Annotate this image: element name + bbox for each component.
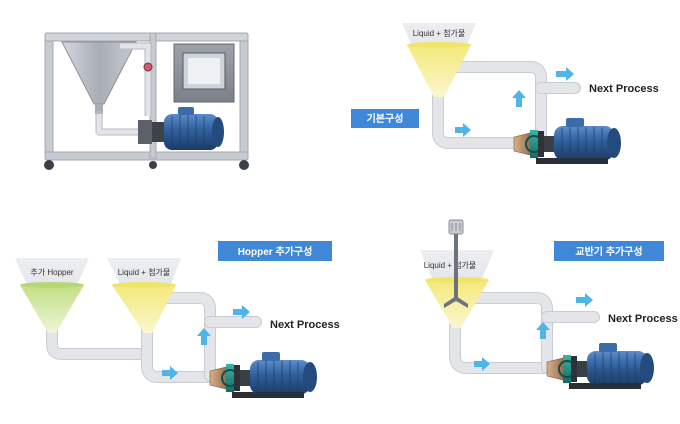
motor-icon bbox=[138, 107, 224, 150]
badge-agitator bbox=[554, 241, 664, 261]
flow-arrow-icon bbox=[536, 322, 550, 339]
flow-arrow-icon bbox=[197, 328, 211, 345]
flow-arrow-icon bbox=[455, 123, 471, 137]
badge-hopper bbox=[218, 241, 332, 261]
hopper-label: Liquid + 첨가물 bbox=[118, 268, 171, 277]
equipment-illustration bbox=[44, 32, 249, 170]
badge-basic-text: 기본구성 bbox=[367, 112, 404, 125]
hopper-icon: Liquid + 첨가물 bbox=[402, 23, 476, 97]
next-process-label: Next Process bbox=[608, 313, 678, 325]
panel-basic: Liquid + 첨가물 Next Process 기본구성 bbox=[351, 23, 659, 165]
hopper-icon: Liquid + 첨가물 bbox=[107, 258, 181, 333]
badge-agitator-text: 교반기 추가구성 bbox=[575, 245, 642, 258]
pump-icon bbox=[513, 117, 622, 165]
badge-basic bbox=[351, 109, 419, 128]
hopper-label: Liquid + 첨가물 bbox=[413, 29, 466, 38]
badge-hopper-text: Hopper 추가구성 bbox=[238, 245, 313, 258]
hopper-icon bbox=[61, 41, 137, 114]
hopper-label: Liquid + 첨가물 bbox=[424, 261, 477, 270]
pump-icon bbox=[209, 351, 318, 399]
next-process-label: Next Process bbox=[589, 83, 659, 95]
agitator-icon bbox=[444, 219, 468, 308]
flow-arrow-icon bbox=[162, 366, 178, 380]
flow-arrow-icon bbox=[474, 357, 490, 371]
next-process-label: Next Process bbox=[270, 319, 340, 331]
extra-hopper-label: 추가 Hopper bbox=[30, 268, 74, 277]
flow-arrow-icon bbox=[556, 67, 574, 81]
extra-hopper: 추가 Hopper bbox=[15, 258, 89, 333]
flow-arrow-icon bbox=[512, 90, 526, 107]
pump-icon bbox=[546, 342, 655, 390]
casters bbox=[44, 160, 249, 170]
panel-hopper: 추가 Hopper Liquid + 첨가물 Next Process Hopp… bbox=[15, 241, 340, 399]
panel-agitator: Liquid + 첨가물 Next Process 교반기 추가구성 bbox=[420, 219, 678, 390]
flow-arrow-icon bbox=[576, 293, 593, 307]
control-box bbox=[173, 43, 235, 103]
flow-arrow-icon bbox=[233, 305, 250, 319]
